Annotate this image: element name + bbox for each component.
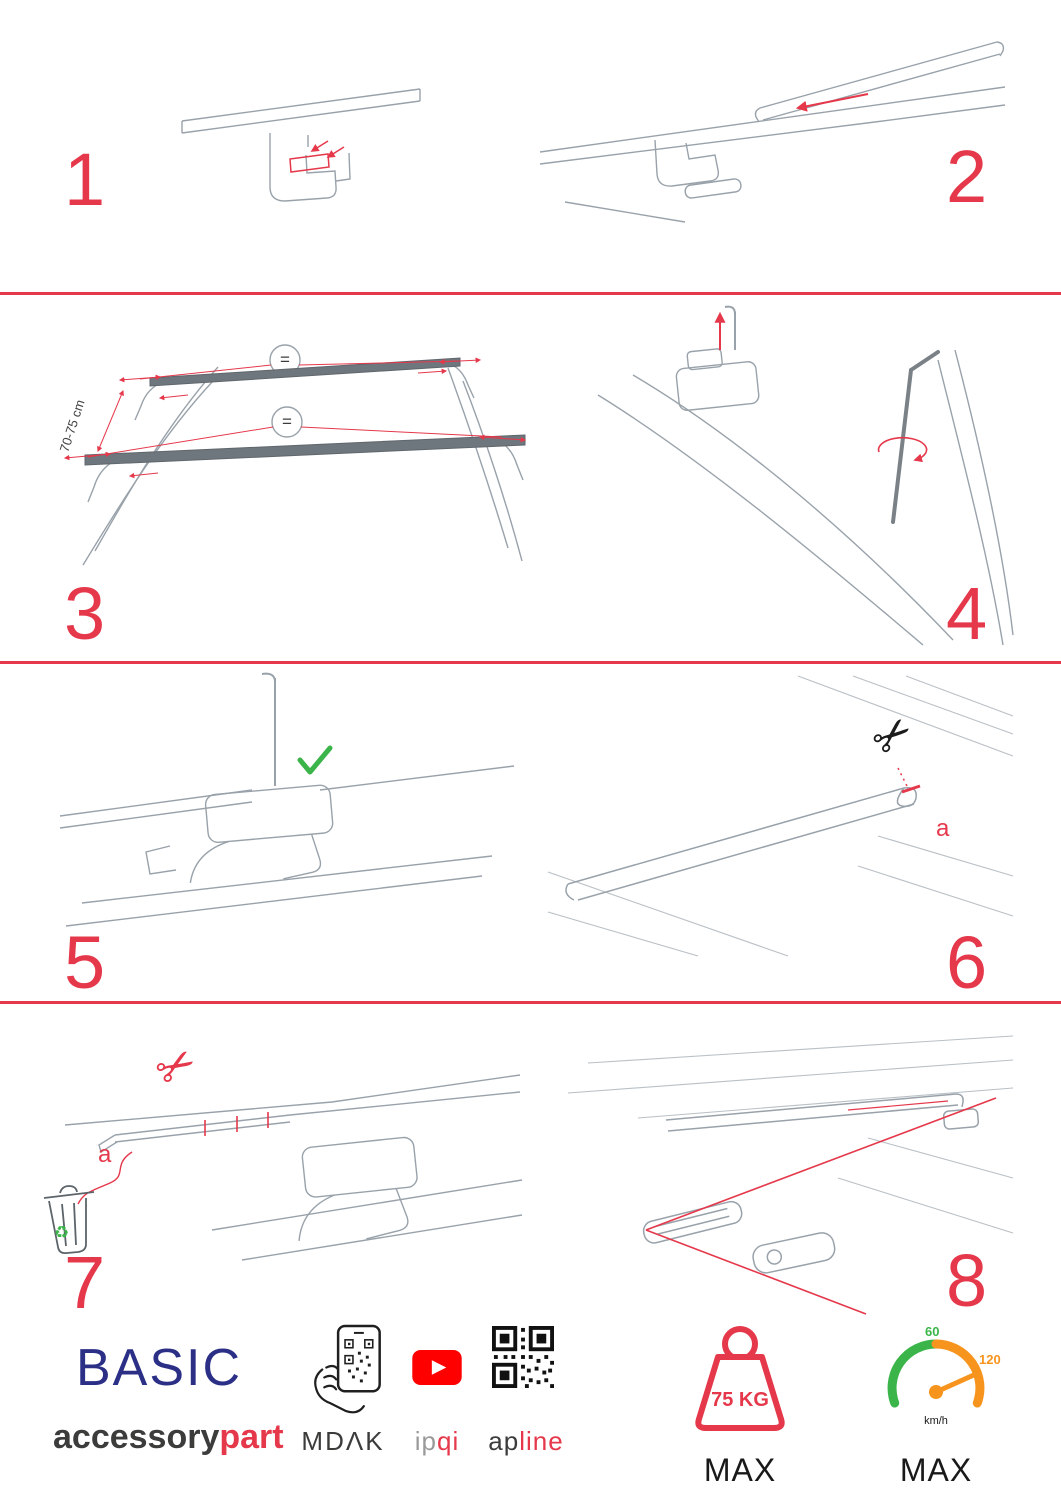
phone-qr-graphic <box>314 1324 381 1414</box>
step-6-figure: ✂ a <box>547 675 1014 957</box>
speedometer-graphic: 60 120 km/h <box>887 1324 1001 1427</box>
youtube-icon <box>412 1350 462 1385</box>
brand-basic: BASIC <box>75 1339 243 1397</box>
cut-strip-illustration: ✂ a <box>547 675 1014 957</box>
cut-ticks <box>77 1112 269 1205</box>
strip-cut-mark <box>897 767 921 794</box>
youtube-play-graphic <box>412 1350 462 1385</box>
partner-apline-suffix: line <box>519 1426 564 1456</box>
step-7-number: 7 <box>64 1241 106 1324</box>
trash-bin-icon <box>43 1185 95 1255</box>
partner-apline-prefix: ap <box>488 1426 520 1456</box>
checkmark-icon <box>297 745 333 775</box>
speedometer-icon: 60 120 km/h <box>876 1324 1001 1436</box>
tighten-illustration <box>597 305 1014 646</box>
section-divider <box>0 661 1061 664</box>
step-6-number: 6 <box>946 921 988 1004</box>
section-divider <box>0 292 1061 295</box>
discard-strip-illustration: ✂ a ♻ <box>43 1034 523 1261</box>
partner-apline: apline <box>474 1426 578 1457</box>
bar-distance-label: 70-75 cm <box>57 398 88 454</box>
equal-overhang-label: = <box>280 350 290 369</box>
weight-graphic: 75 KG <box>695 1326 785 1431</box>
leader-lines <box>645 1097 997 1315</box>
part-a-label: a <box>98 1141 112 1168</box>
step-3-figure: = = 70-75 cm <box>28 303 573 578</box>
dimension-marks <box>63 357 527 479</box>
max-speed-label: MAX <box>899 1452 973 1488</box>
step-3-number: 3 <box>64 572 106 655</box>
brand-word-part: part <box>219 1418 284 1456</box>
partner-ipqi-prefix: ip <box>414 1426 437 1456</box>
scissors-icon: ✂ <box>146 1034 206 1099</box>
max-load-label: MAX <box>703 1452 777 1488</box>
partner-ipqi: ipqi <box>402 1426 472 1457</box>
section-divider <box>0 1001 1061 1004</box>
step-2-number: 2 <box>946 135 988 218</box>
equal-overhang-label: = <box>282 412 292 431</box>
end-caps-illustration <box>567 1035 1014 1315</box>
max-load-value: 75 KG <box>711 1389 769 1411</box>
max-load-icon: 75 KG <box>684 1320 796 1446</box>
pin-check-illustration <box>59 672 515 927</box>
recycle-icon: ♻ <box>54 1223 69 1242</box>
motion-arrows <box>714 311 928 463</box>
step-2-figure <box>535 22 1010 237</box>
qr-code-icon <box>492 1326 554 1388</box>
step-4-number: 4 <box>946 572 988 655</box>
scissors-icon: ✂ <box>861 703 924 768</box>
step-5-number: 5 <box>64 921 106 1004</box>
speed-low-tick: 60 <box>925 1324 939 1339</box>
qr-code-graphic <box>492 1326 554 1388</box>
step-1-figure <box>178 75 423 235</box>
rear-crossbar <box>149 357 461 387</box>
partner-mdak: MDΛK <box>301 1426 385 1456</box>
step-7-figure: ✂ a ♻ <box>32 1020 523 1280</box>
rubber-pad-highlight <box>289 140 345 173</box>
brand-word-accessory: accessory <box>53 1418 220 1456</box>
bar-slide-illustration <box>539 41 1006 223</box>
allen-key-icon <box>891 350 940 524</box>
partner-ipqi-suffix: qi <box>437 1426 460 1456</box>
brand-accessorypart: accessorypart <box>53 1418 284 1457</box>
step-1-number: 1 <box>64 138 106 221</box>
phone-scan-icon <box>308 1324 388 1418</box>
slide-direction-arrow <box>795 93 869 112</box>
step-8-figure <box>548 1018 1014 1318</box>
bar-spacing-illustration: = = 70-75 cm <box>57 344 527 566</box>
step-8-number: 8 <box>946 1239 988 1322</box>
speed-unit: km/h <box>924 1415 948 1427</box>
front-crossbar <box>84 434 526 466</box>
speed-high-tick: 120 <box>979 1352 1001 1367</box>
clamp-insert-illustration <box>181 88 421 202</box>
step-5-figure <box>52 668 522 943</box>
step-4-figure <box>593 300 1014 646</box>
part-a-label: a <box>936 815 950 842</box>
